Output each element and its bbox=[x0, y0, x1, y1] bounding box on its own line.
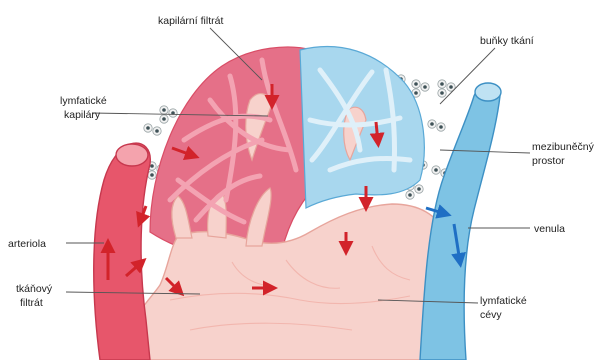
label-arteriole: arteriola bbox=[8, 238, 46, 250]
label-interstitial-line2: prostor bbox=[532, 155, 565, 167]
cell-nucleus bbox=[150, 173, 154, 177]
label-capillary-filtrate: kapilární filtrát bbox=[158, 15, 223, 27]
cell-nucleus bbox=[423, 85, 427, 89]
cell-nucleus bbox=[162, 108, 166, 112]
cell-nucleus bbox=[440, 91, 444, 95]
label-lymph-capillaries-line2: kapiláry bbox=[64, 109, 101, 121]
label-venule: venula bbox=[534, 223, 565, 235]
label-lymph-vessels-line2: cévy bbox=[480, 309, 502, 321]
cell-nucleus bbox=[449, 85, 453, 89]
label-lymph-vessels-line1: lymfatické bbox=[480, 295, 527, 307]
cell-nucleus bbox=[155, 129, 159, 133]
cell-nucleus bbox=[162, 117, 166, 121]
label-interstitial-line1: mezibuněčný bbox=[532, 141, 595, 153]
cell-nucleus bbox=[414, 82, 418, 86]
cell-nucleus bbox=[440, 82, 444, 86]
cell-nucleus bbox=[146, 126, 150, 130]
filtrate-arrow-4 bbox=[376, 122, 378, 142]
cell-nucleus bbox=[408, 193, 412, 197]
cell-nucleus bbox=[439, 125, 443, 129]
venule-opening bbox=[475, 83, 501, 101]
label-tissue-cells: buňky tkání bbox=[480, 35, 534, 47]
label-tissue-filtrate-line1: tkáňový bbox=[16, 283, 53, 295]
arteriole-vessel bbox=[94, 143, 151, 360]
cell-nucleus bbox=[417, 187, 421, 191]
cell-nucleus bbox=[150, 164, 154, 168]
cell-nucleus bbox=[414, 91, 418, 95]
label-lymph-capillaries-line1: lymfatické bbox=[60, 95, 107, 107]
cell-nucleus bbox=[430, 122, 434, 126]
arteriole-opening bbox=[116, 144, 148, 166]
cell-nucleus bbox=[434, 168, 438, 172]
label-tissue-filtrate-line2: filtrát bbox=[20, 297, 43, 309]
